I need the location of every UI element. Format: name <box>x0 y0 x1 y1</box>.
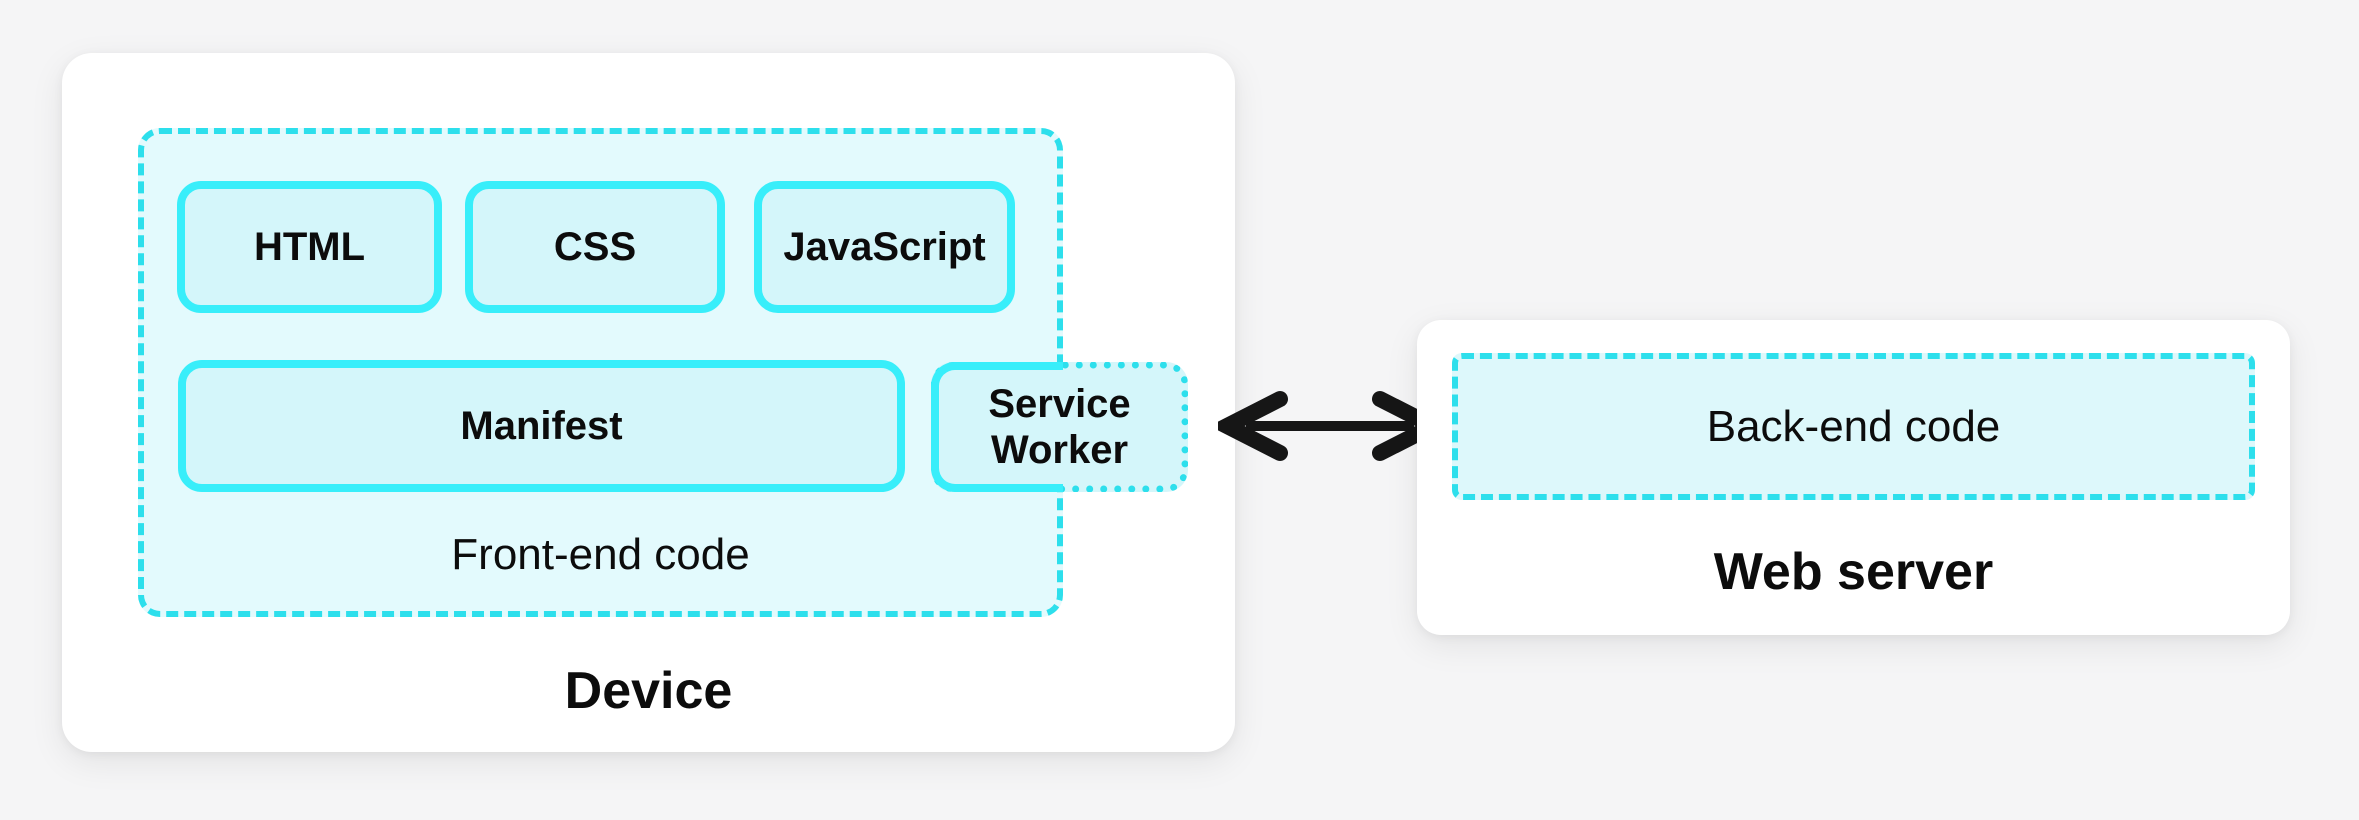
frontend-group-label: Front-end code <box>451 530 750 579</box>
service-worker-solid-border <box>931 362 1063 492</box>
service-worker-label: Service Worker <box>988 382 1131 472</box>
css-box: CSS <box>465 181 725 313</box>
manifest-box: Manifest <box>178 360 905 492</box>
arrow-head-left <box>1218 391 1288 461</box>
backend-group-label: Back-end code <box>1706 401 2001 451</box>
javascript-box-label: JavaScript <box>783 224 986 269</box>
web-server-label: Web server <box>1713 543 1994 601</box>
manifest-box-label: Manifest <box>460 403 623 448</box>
css-box-label: CSS <box>553 224 637 269</box>
device-label: Device <box>564 662 733 720</box>
javascript-box: JavaScript <box>754 181 1015 313</box>
service-worker-box: Service Worker <box>931 362 1188 492</box>
backend-group: Back-end code <box>1452 353 2255 500</box>
html-box: HTML <box>177 181 442 313</box>
double-arrow-icon <box>1218 391 1442 461</box>
html-box-label: HTML <box>253 224 366 269</box>
